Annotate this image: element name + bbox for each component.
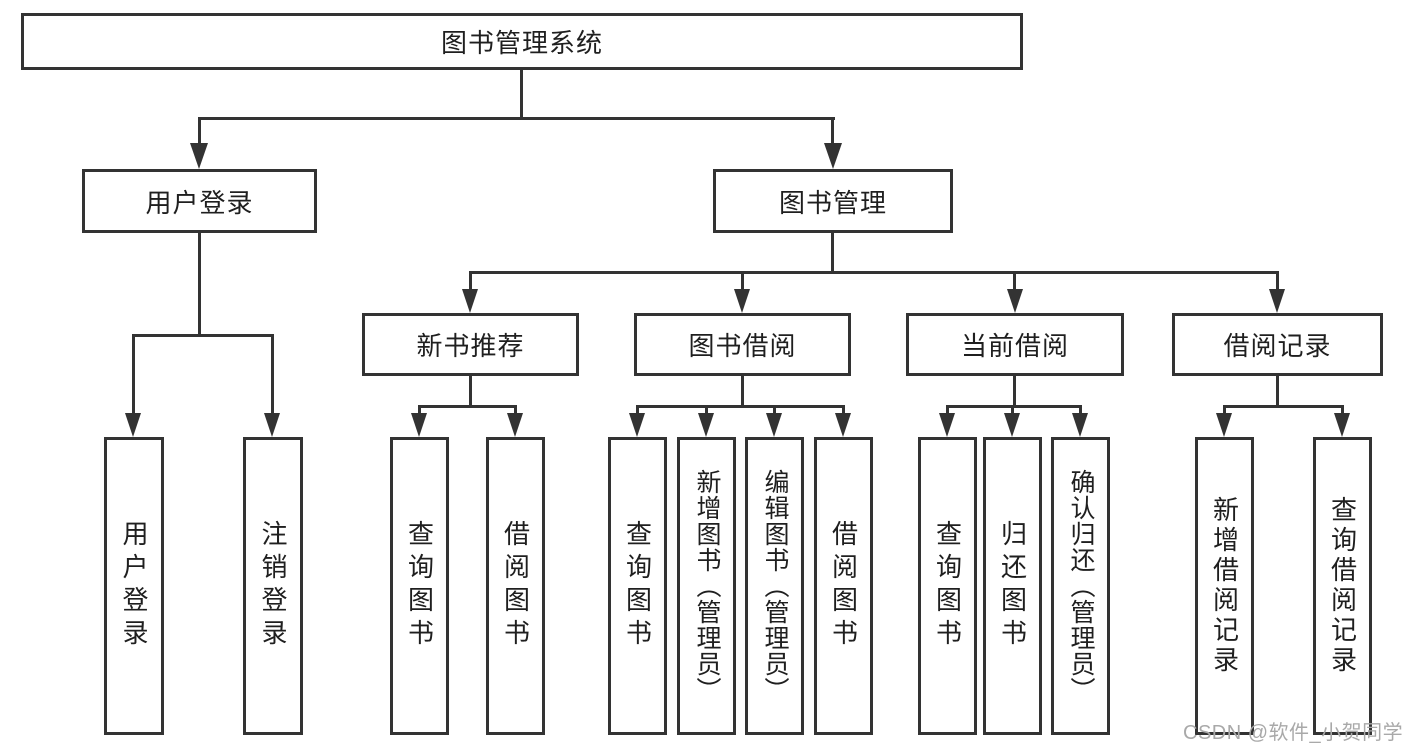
connector-drop-leaf-user-login <box>132 334 135 418</box>
leaf-query-books-3: 查询图书 <box>918 437 977 735</box>
connector-book-management-stem <box>831 233 834 274</box>
connector-drop <box>514 405 517 415</box>
node-new-book-recommend: 新书推荐 <box>362 313 579 376</box>
leaf-query-books-1: 查询图书 <box>390 437 449 735</box>
connector-drop-book-borrow <box>741 271 744 293</box>
connector-drop <box>1341 405 1344 415</box>
connector-book-borrow-stem <box>741 376 744 408</box>
node-borrow-records: 借阅记录 <box>1172 313 1383 376</box>
connector-root-stem <box>520 69 523 119</box>
connector-new-book-rail <box>418 405 517 408</box>
connector-drop <box>842 405 845 415</box>
node-book-management: 图书管理 <box>713 169 953 233</box>
leaf-query-books-2: 查询图书 <box>608 437 667 735</box>
connector-drop <box>636 405 639 415</box>
connector-drop <box>418 405 421 415</box>
node-root: 图书管理系统 <box>21 13 1023 70</box>
leaf-edit-book-admin: 编辑图书（管理员） <box>745 437 804 735</box>
connector-borrow-records-rail <box>1223 405 1344 408</box>
arrow-down-icon <box>1269 289 1285 313</box>
connector-drop <box>705 405 708 415</box>
arrow-down-icon <box>824 143 842 169</box>
connector-drop <box>1079 405 1082 415</box>
leaf-borrow-books-2: 借阅图书 <box>814 437 873 735</box>
connector-drop <box>773 405 776 415</box>
leaf-add-book-admin: 新增图书（管理员） <box>677 437 736 735</box>
connector-drop-current-borrow <box>1013 271 1016 293</box>
arrow-down-icon <box>411 413 427 437</box>
arrow-down-icon <box>190 143 208 169</box>
connector-user-login-stem <box>198 233 201 337</box>
node-current-borrow: 当前借阅 <box>906 313 1124 376</box>
arrow-down-icon <box>462 289 478 313</box>
connector-drop-book-management <box>831 117 834 147</box>
arrow-down-icon <box>939 413 955 437</box>
node-book-borrow: 图书借阅 <box>634 313 851 376</box>
leaf-logout: 注销登录 <box>243 437 303 735</box>
connector-borrow-records-stem <box>1276 375 1279 408</box>
leaf-confirm-return-admin: 确认归还（管理员） <box>1051 437 1110 735</box>
connector-book-borrow-rail <box>636 405 845 408</box>
arrow-down-icon <box>264 413 280 437</box>
leaf-user-login: 用户登录 <box>104 437 164 735</box>
arrow-down-icon <box>507 413 523 437</box>
arrow-down-icon <box>1072 413 1088 437</box>
arrow-down-icon <box>1216 413 1232 437</box>
connector-user-login-rail <box>132 334 274 337</box>
connector-drop-user-login <box>198 117 201 147</box>
arrow-down-icon <box>1007 289 1023 313</box>
connector-root-rail <box>198 117 835 120</box>
arrow-down-icon <box>835 413 851 437</box>
csdn-watermark: CSDN @软件_小贺同学 <box>1183 722 1404 744</box>
leaf-borrow-books-1: 借阅图书 <box>486 437 545 735</box>
leaf-query-borrow-record: 查询借阅记录 <box>1313 437 1372 735</box>
connector-drop-leaf-logout <box>271 334 274 418</box>
leaf-return-book: 归还图书 <box>983 437 1042 735</box>
connector-drop-borrow-records <box>1276 271 1279 293</box>
arrow-down-icon <box>1004 413 1020 437</box>
connector-current-borrow-rail <box>946 405 1082 408</box>
arrow-down-icon <box>766 413 782 437</box>
connector-book-management-rail <box>469 271 1279 274</box>
node-user-login: 用户登录 <box>82 169 317 233</box>
connector-drop <box>1223 405 1226 415</box>
connector-drop <box>946 405 949 415</box>
arrow-down-icon <box>1334 413 1350 437</box>
connector-drop-new-book-recommend <box>469 271 472 293</box>
connector-current-borrow-stem <box>1013 376 1016 408</box>
arrow-down-icon <box>698 413 714 437</box>
arrow-down-icon <box>734 289 750 313</box>
connector-drop <box>1011 405 1014 415</box>
leaf-add-borrow-record: 新增借阅记录 <box>1195 437 1254 735</box>
arrow-down-icon <box>125 413 141 437</box>
connector-new-book-stem <box>469 375 472 408</box>
arrow-down-icon <box>629 413 645 437</box>
